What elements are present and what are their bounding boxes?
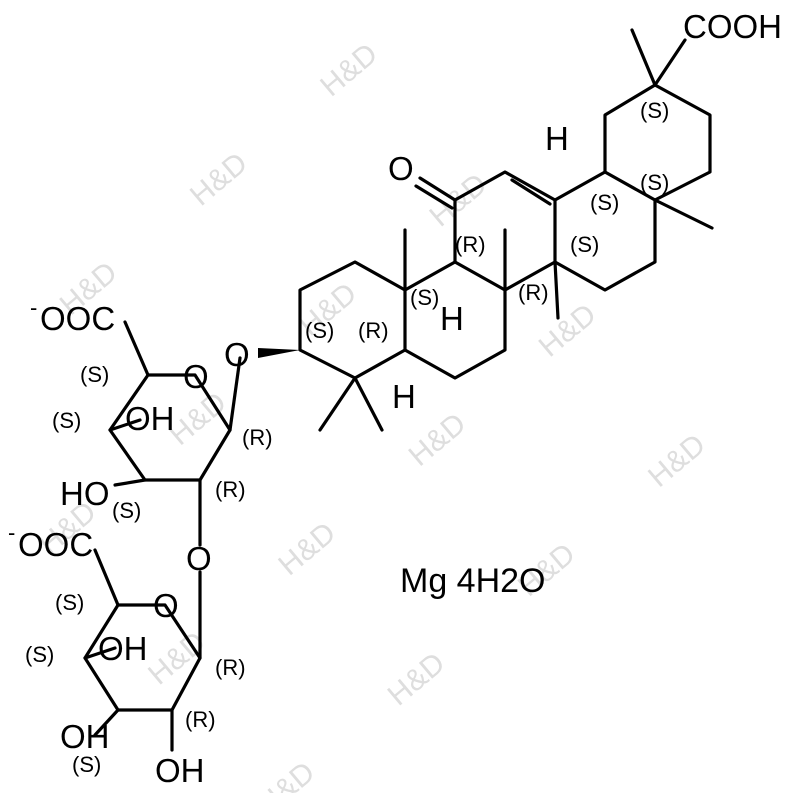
oh-a-label: OH: [125, 400, 175, 437]
h-top-label: H: [545, 120, 569, 157]
svg-text:(S): (S): [55, 590, 84, 615]
charge-2: -: [8, 520, 15, 545]
formula-annotation: Mg 4H2O: [400, 562, 546, 600]
svg-text:(S): (S): [590, 190, 619, 215]
svg-text:(R): (R): [455, 232, 486, 257]
svg-text:H&D: H&D: [533, 298, 603, 364]
ring2-o-label: O: [153, 587, 179, 624]
svg-text:(R): (R): [358, 318, 389, 343]
ring1-o-label: O: [183, 358, 209, 395]
svg-text:H&D: H&D: [251, 756, 321, 793]
svg-text:H&D: H&D: [403, 407, 473, 473]
h-low-label: H: [392, 378, 416, 415]
oh-b-label: HO: [60, 475, 110, 512]
svg-text:H&D: H&D: [184, 146, 254, 212]
oh-c-label: OH: [98, 630, 148, 667]
stereo-labels: (S) (S) (S) (S) (S) (S) (S) (S) (S) (S) …: [25, 98, 669, 777]
aglycone-bonds: [258, 28, 714, 432]
svg-text:(S): (S): [112, 498, 141, 523]
svg-text:(S): (S): [305, 318, 334, 343]
svg-text:(S): (S): [410, 285, 439, 310]
ketone-o-label: O: [388, 150, 414, 187]
svg-text:(S): (S): [52, 408, 81, 433]
glycoside-o-label: O: [224, 336, 250, 373]
svg-text:H&D: H&D: [272, 516, 342, 582]
svg-text:(R): (R): [215, 655, 246, 680]
carboxylate-1-label: OOC: [40, 300, 115, 337]
svg-text:(R): (R): [185, 707, 216, 732]
svg-text:(R): (R): [518, 280, 549, 305]
svg-text:H&D: H&D: [642, 428, 712, 494]
svg-text:(R): (R): [242, 425, 273, 450]
svg-text:H&D: H&D: [314, 37, 384, 103]
h-mid-label: H: [440, 300, 464, 337]
atom-labels: COOH O O O O O - OOC - OOC OH HO OH OH O…: [8, 8, 782, 789]
svg-text:H&D: H&D: [424, 167, 494, 233]
link-o-label: O: [186, 540, 212, 577]
oh-d-label: OH: [60, 718, 110, 755]
svg-text:(S): (S): [25, 642, 54, 667]
svg-text:(S): (S): [72, 752, 101, 777]
charge-1: -: [30, 295, 37, 320]
svg-text:H&D: H&D: [382, 646, 452, 712]
svg-text:(S): (S): [80, 362, 109, 387]
oh-e-label: OH: [155, 752, 205, 789]
cooh-label: COOH: [683, 8, 782, 45]
svg-text:(R): (R): [215, 477, 246, 502]
sugar-bonds: [83, 320, 242, 752]
svg-text:(S): (S): [640, 98, 669, 123]
carboxylate-2-label: OOC: [18, 526, 93, 563]
svg-text:(S): (S): [570, 232, 599, 257]
svg-text:(S): (S): [640, 170, 669, 195]
